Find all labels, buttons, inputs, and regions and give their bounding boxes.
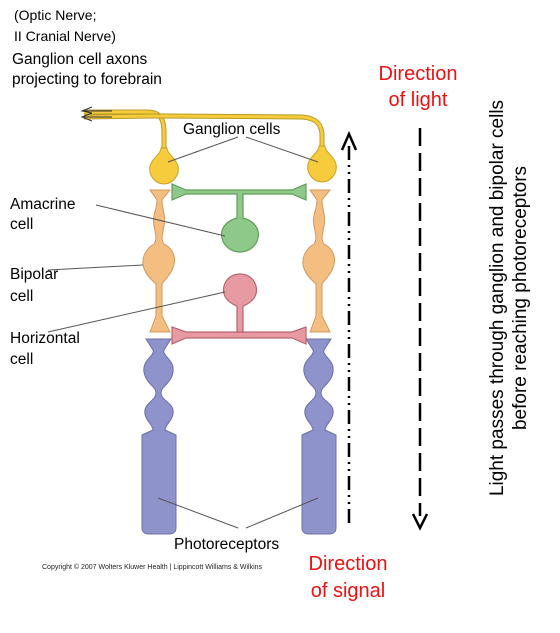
ganglion-cells-label: Ganglion cells [183, 121, 281, 138]
direction-of-light-line1: Direction [379, 63, 458, 85]
optic-nerve-label-line2: II Cranial Nerve) [14, 28, 116, 44]
leader-lines [47, 136, 319, 529]
axons-label: Ganglion cell axons projecting to forebr… [12, 51, 162, 88]
ganglion-cell-left [149, 147, 179, 185]
horizontal-label-line1: Horizontal [10, 330, 80, 347]
bipolar-cell-left [142, 189, 175, 333]
optic-nerve-label: (Optic Nerve; II Cranial Nerve) [14, 7, 116, 44]
photoreceptor-left [141, 338, 177, 535]
bipolar-label-line1: Bipolar [10, 266, 58, 283]
light-direction-arrow [411, 128, 429, 531]
signal-direction-arrow [340, 130, 358, 523]
bipolar-label: Bipolar cell [10, 266, 58, 305]
photoreceptors-label: Photoreceptors [174, 536, 279, 553]
side-note-line2: before reaching photoreceptors [510, 166, 531, 430]
direction-of-signal-line1: Direction [309, 553, 388, 575]
bipolar-cell-right [302, 189, 335, 333]
horizontal-label-line2: cell [10, 351, 33, 368]
amacrine-label-line1: Amacrine [10, 196, 75, 213]
axons-label-line1: Ganglion cell axons [12, 51, 148, 68]
axon-arrow-icon [80, 106, 112, 122]
direction-of-light-label: Direction of light [379, 63, 458, 111]
amacrine-cell [171, 183, 307, 253]
bipolar-label-line2: cell [10, 288, 33, 305]
direction-of-signal-line2: of signal [311, 580, 386, 602]
ganglion-cell-axons [83, 109, 325, 152]
amacrine-label: Amacrine cell [10, 196, 75, 233]
side-note: Light passes through ganglion and bipola… [487, 100, 531, 496]
direction-of-signal-label: Direction of signal [309, 553, 388, 602]
copyright-notice: Copyright © 2007 Wolters Kluwer Health |… [42, 563, 263, 571]
side-note-line1: Light passes through ganglion and bipola… [487, 100, 508, 496]
ganglion-cell-right [307, 145, 337, 183]
horizontal-label: Horizontal cell [10, 330, 80, 368]
amacrine-label-line2: cell [10, 216, 33, 233]
axons-label-line2: projecting to forebrain [12, 71, 162, 88]
photoreceptor-right [301, 338, 337, 535]
horizontal-cell [171, 273, 307, 345]
direction-of-light-line2: of light [389, 89, 448, 111]
optic-nerve-label-line1: (Optic Nerve; [14, 7, 96, 23]
